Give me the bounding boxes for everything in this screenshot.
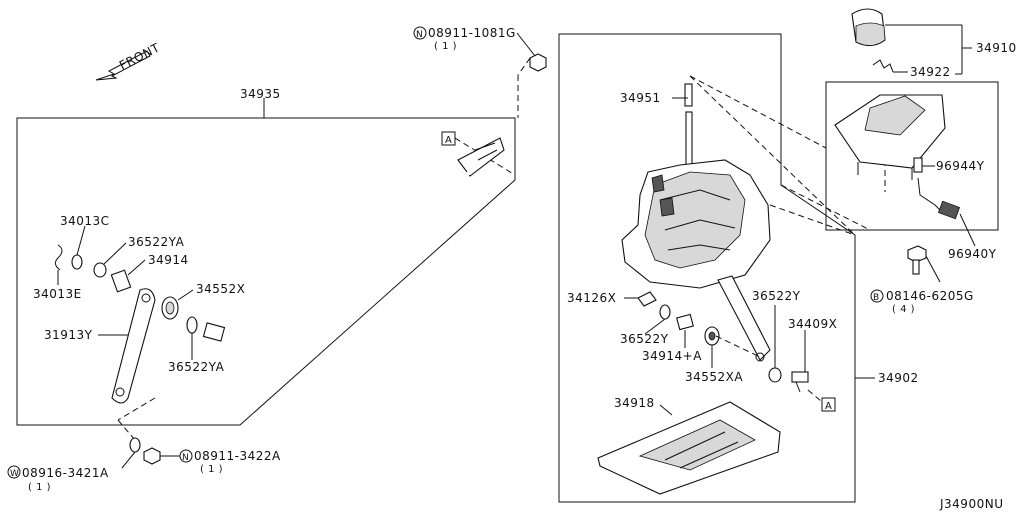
fastener-nut-top: N 08911-1081G ( 1 ) <box>413 26 516 52</box>
washer-36522ya-top <box>93 262 107 278</box>
svg-text:( 1 ): ( 1 ) <box>200 464 223 475</box>
shifter-lever-arm <box>717 275 771 361</box>
label-34902: 34902 <box>878 371 919 385</box>
washer-36522y-right <box>768 367 782 383</box>
svg-text:08916-3421A: 08916-3421A <box>22 466 109 480</box>
rod-34951 <box>684 83 693 107</box>
svg-text:( 1 ): ( 1 ) <box>434 41 457 52</box>
washer-08916 <box>129 437 141 453</box>
nut-08911-1081g <box>529 53 547 72</box>
label-36522y-mid: 36522Y <box>620 332 669 346</box>
label-34013e: 34013E <box>33 287 82 301</box>
front-arrow-icon <box>95 50 151 81</box>
svg-text:( 4 ): ( 4 ) <box>892 304 915 315</box>
bushing-34552x <box>161 296 179 320</box>
svg-text:( 1 ): ( 1 ) <box>28 482 51 493</box>
pin-34409x <box>791 371 809 393</box>
svg-text:A: A <box>825 401 832 412</box>
control-cable <box>202 137 505 342</box>
label-34918: 34918 <box>614 396 655 410</box>
label-34951: 34951 <box>620 91 661 105</box>
label-34914: 34914 <box>148 253 189 267</box>
label-31913y: 31913Y <box>44 328 93 342</box>
clip-34013e <box>54 244 63 271</box>
wire-harness <box>917 177 961 220</box>
bulb-96944y <box>913 157 923 173</box>
clip-34126x <box>637 291 657 307</box>
nut-08911-3422a <box>143 447 161 465</box>
label-34552xa: 34552XA <box>685 370 743 384</box>
label-34126x: 34126X <box>567 291 616 305</box>
ref-marker-a-right: A <box>821 397 836 412</box>
fastener-washer-bottom: W 08916-3421A ( 1 ) <box>7 465 109 493</box>
svg-text:N: N <box>416 30 423 40</box>
label-34914a: 34914+A <box>642 349 702 363</box>
washer-34013c <box>71 254 83 270</box>
console-box <box>825 81 999 231</box>
washer-36522ya-bottom <box>186 316 198 334</box>
svg-text:08911-1081G: 08911-1081G <box>428 26 516 40</box>
lever-31913y <box>111 288 156 404</box>
label-96944y: 96944Y <box>936 159 985 173</box>
cover-34918 <box>597 401 781 495</box>
bolt-08146-6205g <box>907 245 927 275</box>
svg-text:W: W <box>10 469 19 479</box>
fastener-bolt-right: B 08146-6205G ( 4 ) <box>870 289 974 315</box>
label-34409x: 34409X <box>788 317 837 331</box>
svg-text:A: A <box>445 135 452 146</box>
label-34935: 34935 <box>240 87 281 101</box>
shifter-base <box>621 111 771 289</box>
clip-34922 <box>872 59 894 73</box>
console-bezel <box>834 94 946 180</box>
washer-36522y-mid <box>659 304 671 320</box>
fastener-nut-bottom: N 08911-3422A ( 1 ) <box>179 449 281 475</box>
svg-text:B: B <box>873 293 880 303</box>
label-34013c: 34013C <box>60 214 110 228</box>
svg-text:N: N <box>182 453 189 463</box>
front-label: FRONT <box>117 40 162 72</box>
label-34910: 34910 <box>976 41 1017 55</box>
svg-text:08146-6205G: 08146-6205G <box>886 289 974 303</box>
label-34552x: 34552X <box>196 282 245 296</box>
cable-assembly-box <box>16 117 516 426</box>
label-36522ya-bottom: 36522YA <box>168 360 225 374</box>
svg-text:08911-3422A: 08911-3422A <box>194 449 281 463</box>
label-36522y-right: 36522Y <box>752 289 801 303</box>
label-36522ya-top: 36522YA <box>128 235 185 249</box>
ref-marker-a-top: A <box>441 131 456 146</box>
diagram-id: J34900NU <box>939 497 1003 511</box>
label-34922: 34922 <box>910 65 951 79</box>
shift-knob-34910 <box>851 8 886 47</box>
label-96940y: 96940Y <box>948 247 997 261</box>
bushing-34914 <box>110 269 132 293</box>
bushing-34914a <box>676 313 694 331</box>
bushing-34552xa <box>704 326 720 346</box>
